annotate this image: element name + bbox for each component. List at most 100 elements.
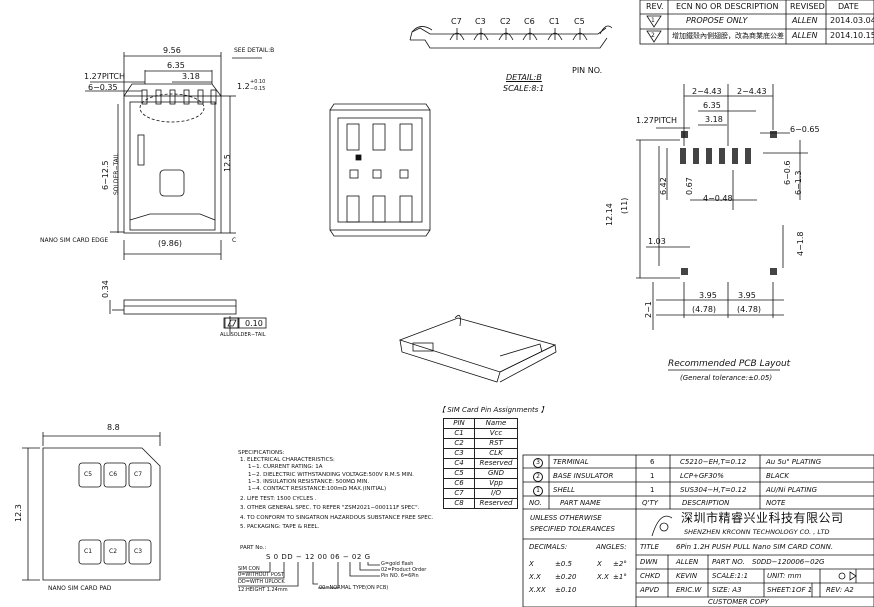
tol-xxx-val: ±0.10: [555, 586, 577, 594]
bom-no-1: 1: [533, 486, 543, 496]
part-note-gold: G=gold flash: [381, 561, 414, 567]
part-note-order: 02=Product Order: [381, 567, 427, 573]
see-detail-label: SEE DETAIL:B: [234, 47, 275, 54]
rev-row2-date: 2014.10.15: [830, 31, 874, 40]
pin-row-name: Vpp: [474, 478, 518, 489]
dim-6-35: 6.35: [167, 61, 185, 70]
pin-row: C1: [443, 428, 475, 439]
tol-upper: +0.10: [250, 79, 266, 85]
pcb-dim-11: (11): [620, 197, 629, 214]
pcb-dim-2-4-43-right: 2−4.43: [737, 87, 767, 96]
rev-value: REV: A2: [826, 586, 854, 594]
bom-note-2: BLACK: [766, 472, 789, 480]
pad-c5: C5: [84, 471, 93, 478]
detail-label: DETAIL:B: [506, 73, 542, 82]
rev-row1-by: ALLEN: [792, 16, 818, 25]
pcb-dim-4-78-right: (4.78): [737, 305, 762, 314]
ang-x-val: ±2°: [613, 560, 627, 568]
rev-row2-rev: 2: [651, 32, 655, 39]
detail-pin-c1: C1: [549, 17, 560, 26]
spec-line-8: 4. TO CONFORM TO SINGATRON HAZARDOUS SUB…: [240, 514, 434, 521]
bom-head-name: PART NAME: [560, 499, 601, 507]
ang-xx-val: ±1°: [613, 573, 627, 581]
company-name-en: SHENZHEN KRCONN TECHNOLOGY CO. , LTD: [684, 528, 830, 536]
bom-qty-2: 1: [650, 472, 655, 480]
dim-6-0-35: 6−0.35: [88, 83, 118, 92]
detail-scale: SCALE:8:1: [503, 84, 545, 93]
tol-lower: −0.15: [250, 86, 266, 92]
dim-0-34: 0.34: [101, 280, 110, 298]
detail-pin-c7: C7: [451, 17, 462, 26]
apvd-label: APVD: [640, 586, 660, 594]
pin-row: C2: [443, 438, 475, 449]
part-note-uplock: DD=WITH UPLOCK: [238, 579, 285, 585]
apvd-name: ERIC.W: [676, 586, 702, 594]
pcb-dim-1-03: 1.03: [648, 237, 666, 246]
bom-desc-3: C5210−EH,T=0.12: [680, 458, 747, 466]
pcb-dim-4-1-8: 4−1.8: [796, 231, 805, 256]
pad-c3: C3: [134, 548, 143, 555]
dim-6-12-5: 6−12.5: [101, 160, 110, 190]
bom-name-2: BASE INSULATOR: [553, 472, 614, 480]
tol-xx: X.X: [529, 573, 541, 581]
pin-row-name: Reserved: [474, 458, 518, 469]
pin-assign-head-name: Name: [474, 418, 518, 429]
pin-row: C3: [443, 448, 475, 459]
bom-head-no: NO.: [529, 499, 542, 507]
dim-9-56: 9.56: [163, 46, 181, 55]
part-note-sim-con: SIM CON: [238, 566, 260, 572]
bom-head-note: NOTE: [766, 499, 786, 507]
pin-row-name: GND: [474, 468, 518, 479]
all-solder-tail-label: ALL SOLDER−TAIL: [220, 332, 266, 338]
spec-line-5: 1−4. CONTACT RESISTANCE:100mΩ MAX.(INITI…: [248, 486, 387, 493]
card-edge-label: NANO SIM CARD EDGE: [40, 237, 109, 244]
tol-xx-val: ±0.20: [555, 573, 577, 581]
pin-row: C6: [443, 478, 475, 489]
bom-qty-3: 6: [650, 458, 655, 466]
pin-row: C4: [443, 458, 475, 469]
part-note-without-post: 0=WITHOUT POST: [238, 572, 285, 578]
detail-pin-c6: C6: [524, 17, 535, 26]
pcb-dim-4-0-48: 4−0.48: [703, 194, 733, 203]
customer-copy-label: CUSTOMER COPY: [708, 598, 769, 606]
spec-line-2: 1−1. CURRENT RATING: 1A: [248, 464, 323, 471]
pcb-pitch-label: 1.27PITCH: [636, 116, 678, 125]
pin-row-name: I/O: [474, 488, 518, 499]
pcb-dim-4-78-left: (4.78): [692, 305, 717, 314]
pin-no-label: PIN NO.: [572, 66, 603, 75]
dwn-name: ALLEN: [676, 558, 699, 566]
pin-row: C7: [443, 488, 475, 499]
scale-value: SCALE:1:1: [712, 572, 749, 580]
bom-note-1: AU/Ni PLATING: [766, 486, 818, 494]
spec-line-3: 1−2. DIELECTRIC WITHSTANDING VOLTAGE:500…: [248, 471, 414, 478]
rev-row1-date: 2014.03.04: [830, 16, 874, 25]
pin-assign-head-pin: PIN: [443, 418, 475, 429]
rev-row1-desc: PROPOSE ONLY: [686, 16, 748, 25]
chkd-label: CHKD: [640, 572, 661, 580]
solder-tail-label: SOLDER−TAIL: [113, 153, 120, 195]
decimals-label: DECIMALS:: [529, 543, 568, 551]
dim-9-86: (9.86): [158, 239, 183, 248]
company-name-cn: 深圳市精睿兴业科技有限公司: [681, 511, 844, 525]
pad-dim-8-8: 8.8: [107, 423, 120, 432]
pin-row: C8: [443, 498, 475, 509]
bom-desc-2: LCP+GF30%: [680, 472, 724, 480]
flatness-value: 0.10: [245, 319, 263, 328]
rev-header-date: DATE: [838, 2, 859, 11]
size-value: SIZE: A3: [712, 586, 742, 594]
bom-head-qty: Q'TY: [642, 499, 658, 507]
pcb-dim-3-18: 3.18: [705, 115, 723, 124]
unless-otherwise: UNLESS OTHERWISE: [530, 514, 602, 522]
rev-header-desc: ECN NO OR DESCRIPTION: [676, 2, 779, 11]
tol-x-val: ±0.5: [555, 560, 572, 568]
rev-row1-rev: 1: [651, 17, 655, 24]
rev-row2-by: ALLEN: [792, 31, 818, 40]
part-no-value: S0DD−120006−02G: [752, 558, 825, 566]
dim-3-18: 3.18: [182, 72, 200, 81]
sheet-value: SHEET:1OF 1: [767, 586, 813, 594]
bom-name-1: SHELL: [553, 486, 575, 494]
spec-line-9: 5. PACKAGING: TAPE & REEL.: [240, 523, 320, 530]
ang-xx: X.X: [597, 573, 609, 581]
specifications-block: SPECIFICATIONS: 1. ELECTRICAL CHARACTERI…: [238, 450, 433, 531]
